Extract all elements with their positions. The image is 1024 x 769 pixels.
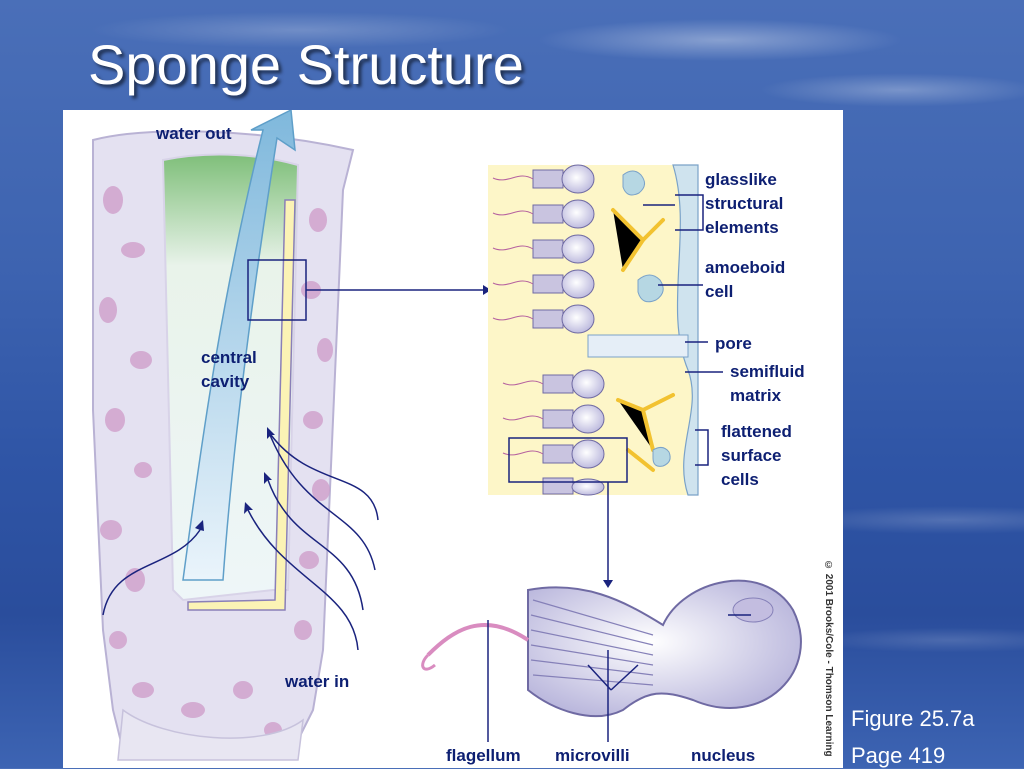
label-water-in: water in [285, 672, 350, 691]
label-water-out: water out [156, 124, 232, 143]
label-nucleus: nucleus [691, 746, 756, 765]
copyright-notice: © 2001 Brooks/Cole - Thomson Learning [823, 560, 834, 757]
page-number: Page 419 [851, 743, 946, 768]
label-glasslike-structural-elements: glasslike structural elements [705, 170, 784, 237]
figure-number: Figure 25.7a [851, 706, 975, 731]
label-amoeboid-cell: amoeboid cell [705, 258, 786, 301]
cell-zoom-box [508, 437, 628, 483]
enlarged-collar-cell [421, 579, 802, 718]
label-flattened-surface-cells: flattened surface cells [721, 422, 792, 489]
label-semifluid-matrix: semifluid matrix [730, 362, 805, 405]
figure-panel: water out central cavity water in glassl… [63, 110, 843, 768]
label-central-cavity: central cavity [201, 348, 257, 391]
label-microvilli: microvilli [555, 746, 630, 765]
water-in-arrows [102, 429, 379, 651]
sponge-diagram [92, 110, 802, 761]
slide-title: Sponge Structure [88, 33, 524, 96]
collar-cell [492, 164, 595, 194]
water-out-arrow [182, 110, 296, 581]
wall-cross-section [488, 164, 699, 496]
label-pore: pore [715, 334, 752, 353]
label-flagellum: flagellum [446, 746, 521, 765]
